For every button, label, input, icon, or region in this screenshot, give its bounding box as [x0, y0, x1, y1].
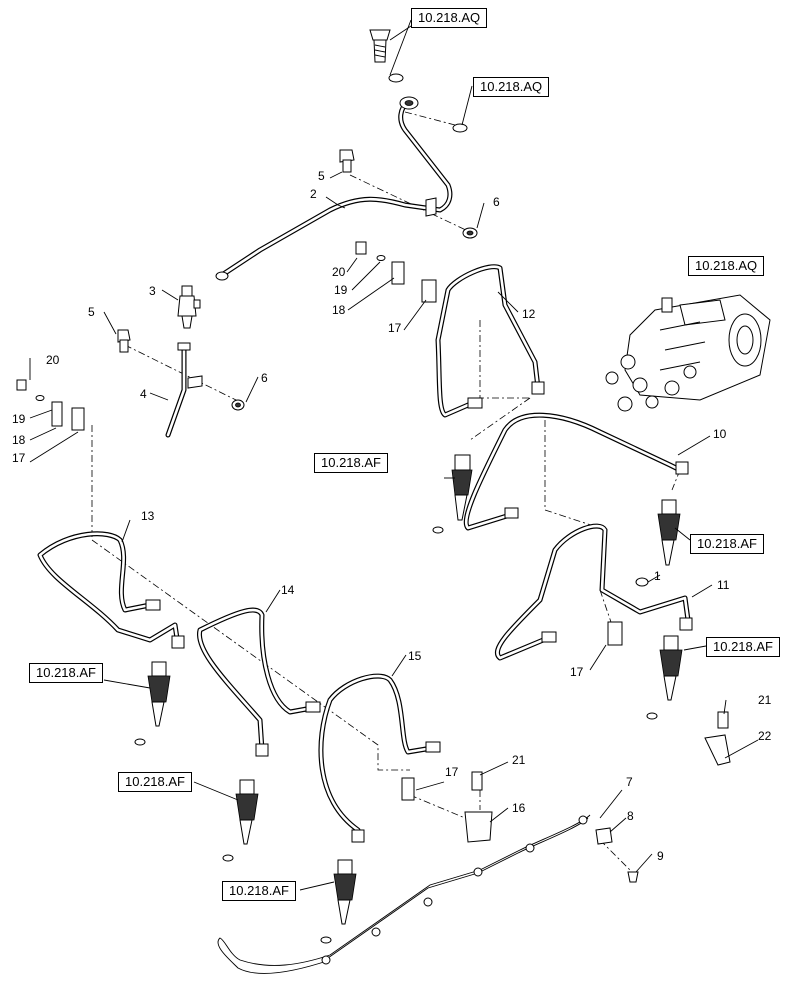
callout-5-top: 5: [318, 169, 325, 183]
part-13-pipe: [37, 531, 185, 649]
clip-set-left: [16, 379, 85, 431]
callout-17-lower: 17: [445, 765, 459, 779]
callout-18-middle: 18: [332, 303, 346, 317]
callout-21-lower: 21: [512, 753, 526, 767]
reference-box[interactable]: 10.218.AQ: [688, 256, 765, 276]
callout-14: 14: [281, 583, 295, 597]
banjo-bolt-top: [369, 29, 468, 133]
part-7-leak-off-pipe: [217, 814, 591, 974]
callout-8: 8: [627, 809, 634, 823]
clip-lower-17: [401, 621, 623, 801]
callout-19-middle: 19: [334, 283, 348, 297]
callout-13: 13: [141, 509, 155, 523]
bracket-22: [704, 711, 731, 766]
reference-box[interactable]: 10.218.AQ: [473, 77, 550, 97]
callout-18-left: 18: [12, 433, 26, 447]
callout-6-top: 6: [493, 195, 500, 209]
callout-20-left: 20: [46, 353, 60, 367]
reference-box[interactable]: 10.218.AF: [222, 881, 296, 901]
leader-lines: [29, 19, 759, 891]
callout-4: 4: [140, 387, 147, 401]
part-5-bolt-left: [117, 329, 131, 353]
injector-5: [222, 779, 259, 862]
part-6-washer-left: [231, 399, 245, 411]
part-2-return-pipe: [215, 96, 453, 281]
callout-2: 2: [310, 187, 317, 201]
injector-4: [134, 661, 171, 746]
part-12-pipe: [435, 264, 545, 418]
callout-20-middle: 20: [332, 265, 346, 279]
reference-box[interactable]: 10.218.AF: [118, 772, 192, 792]
callout-17-right: 17: [570, 665, 584, 679]
callout-12: 12: [522, 307, 536, 321]
part-11-pipe: [494, 523, 693, 661]
part-14-pipe: [196, 607, 321, 757]
assembly-centerlines: [91, 111, 681, 871]
injector-2: [657, 499, 681, 566]
part-9-screw: [627, 871, 639, 883]
reference-box[interactable]: 10.218.AQ: [411, 8, 488, 28]
part-10-pipe: [463, 412, 689, 531]
part-6-washer-top: [462, 227, 478, 239]
callout-15: 15: [408, 649, 422, 663]
part-8-clip: [595, 827, 613, 845]
injector-3: [646, 635, 683, 720]
injectors: [134, 454, 683, 944]
reference-box[interactable]: 10.218.AF: [706, 637, 780, 657]
part-4-pipe: [165, 342, 203, 438]
callout-numbers: 1 2 3 4 5 5 6 6 7 8 9 10 11 12 13 14 15 …: [12, 169, 772, 863]
reference-box[interactable]: 10.218.AF: [690, 534, 764, 554]
part-5-bolt-top: [339, 149, 355, 173]
reference-box[interactable]: 10.218.AF: [314, 453, 388, 473]
part-1-washer: [635, 577, 649, 587]
callout-17-middle: 17: [388, 321, 402, 335]
callout-10: 10: [713, 427, 727, 441]
callout-5-left: 5: [88, 305, 95, 319]
callout-21-right: 21: [758, 693, 772, 707]
injection-pump: [605, 294, 771, 412]
bracket-16: [464, 771, 493, 843]
part-3-valve: [177, 285, 201, 329]
callout-22: 22: [758, 729, 772, 743]
reference-box[interactable]: 10.218.AF: [29, 663, 103, 683]
callout-3: 3: [149, 284, 156, 298]
callout-11: 11: [717, 578, 730, 592]
injector-1: [432, 454, 473, 534]
callout-6-left: 6: [261, 371, 268, 385]
callout-17-left: 17: [12, 451, 26, 465]
part-15-pipe: [318, 673, 441, 843]
injector-6: [320, 859, 357, 944]
callout-9: 9: [657, 849, 664, 863]
callout-19-left: 19: [12, 412, 26, 426]
callout-16: 16: [512, 801, 526, 815]
callout-1: 1: [654, 569, 661, 583]
clip-set-middle: [355, 241, 437, 303]
callout-7: 7: [626, 775, 633, 789]
